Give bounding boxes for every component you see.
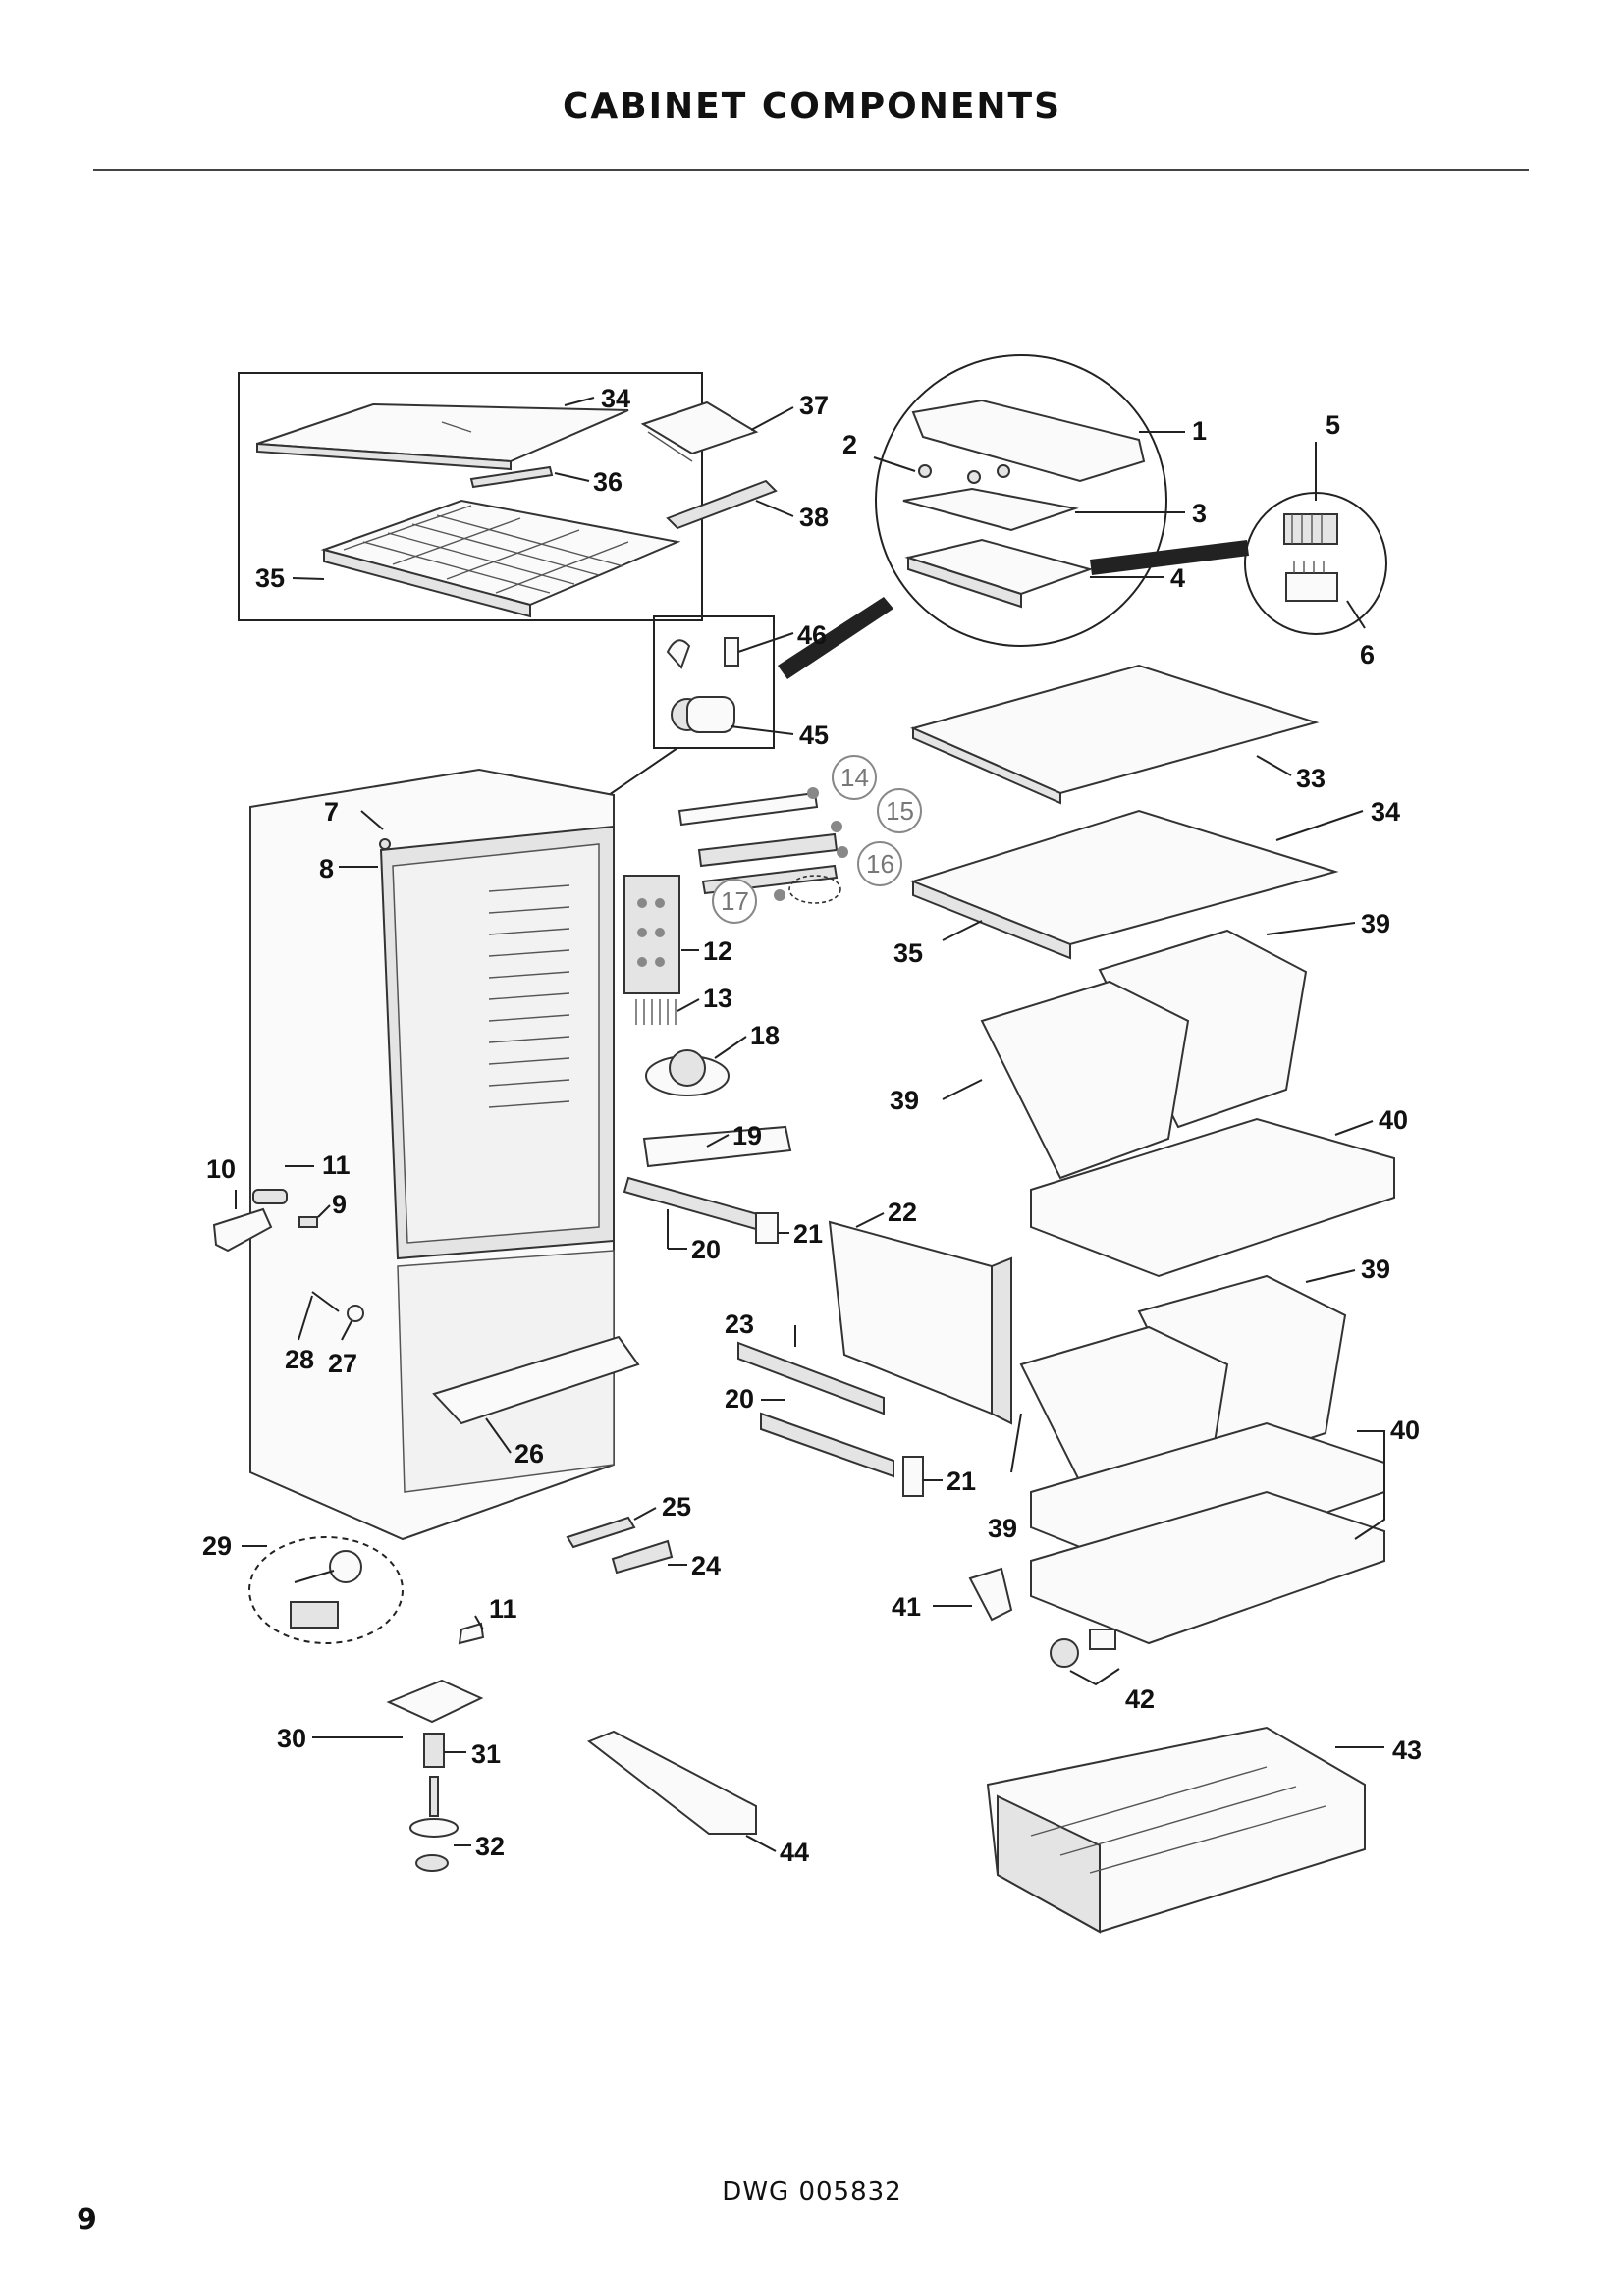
callout-45: 45 [799,721,829,750]
callout-11-lower: 11 [489,1594,517,1624]
callout-39-a: 39 [1361,909,1390,938]
callout-20-lower: 20 [725,1384,754,1414]
refrigerator-cabinet [249,768,640,1541]
callout-23: 23 [725,1309,754,1339]
callout-10: 10 [206,1154,236,1184]
callout-15: 15 [886,796,914,826]
callout-17: 17 [721,886,749,916]
callout-30: 30 [277,1724,306,1753]
callout-46: 46 [797,620,827,650]
callout-16: 16 [866,849,894,879]
callout-40: 40 [1379,1105,1408,1135]
callout-9: 9 [332,1190,347,1219]
callout-35-right: 35 [893,938,923,968]
callout-6: 6 [1360,640,1375,669]
connector-detail [1244,442,1387,635]
leveller-parts [242,1536,485,1872]
callout-21-lower: 21 [947,1467,976,1496]
callout-21: 21 [793,1219,823,1249]
callout-31: 31 [471,1739,501,1769]
callout-29: 29 [202,1531,232,1561]
callout-4: 4 [1170,563,1185,593]
callout-34: 34 [601,384,630,413]
callout-33: 33 [1296,764,1326,793]
callout-41: 41 [892,1592,921,1622]
callout-18: 18 [750,1021,780,1050]
callout-5: 5 [1326,410,1340,440]
callout-19: 19 [732,1121,762,1150]
lower-parts [587,1567,1384,1934]
drawing-number: DWG 005832 [722,2177,902,2207]
callout-22: 22 [888,1198,917,1227]
callout-2: 2 [842,430,857,459]
page-title: CABINET COMPONENTS [562,86,1062,127]
callout-8: 8 [319,854,334,883]
callout-25: 25 [662,1492,691,1522]
callout-38: 38 [799,503,829,532]
title-divider [93,169,1529,171]
callout-24: 24 [691,1551,721,1580]
water-fitting-box [608,615,794,796]
callout-36: 36 [593,467,623,497]
inset-shelf-box [238,372,794,621]
callout-39-b: 39 [890,1086,919,1115]
callout-32: 32 [475,1832,505,1861]
callout-40-lower: 40 [1390,1415,1420,1445]
callout-35: 35 [255,563,285,593]
callout-20: 20 [691,1235,721,1264]
callout-26: 26 [514,1439,544,1468]
callout-39-d: 39 [988,1514,1017,1543]
control-panel-parts [623,875,747,1096]
callout-37: 37 [799,391,829,420]
page-number: 9 [77,2203,97,2237]
callout-11: 11 [322,1150,351,1180]
callout-12: 12 [703,936,732,966]
callout-39-c: 39 [1361,1255,1390,1284]
door-hinge-parts [212,1165,364,1341]
callout-7: 7 [324,797,339,827]
door-bins-and-trays [942,922,1395,1645]
glass-shelves [910,664,1364,960]
callout-1: 1 [1192,416,1207,446]
control-housing-detail [778,354,1249,679]
callout-labels: 1 2 3 4 5 6 7 8 9 10 11 11 12 13 14 15 1… [202,384,1422,1867]
callout-42: 42 [1125,1684,1155,1714]
callout-34-right: 34 [1371,797,1400,827]
light-assembly-parts [677,755,922,924]
callout-43: 43 [1392,1735,1422,1765]
callout-3: 3 [1192,499,1207,528]
callout-14: 14 [840,763,869,792]
callout-13: 13 [703,984,732,1013]
callout-28: 28 [285,1345,314,1374]
callout-44: 44 [780,1838,809,1867]
callout-27: 27 [328,1349,357,1378]
drawer-rail-parts [566,1125,1012,1575]
